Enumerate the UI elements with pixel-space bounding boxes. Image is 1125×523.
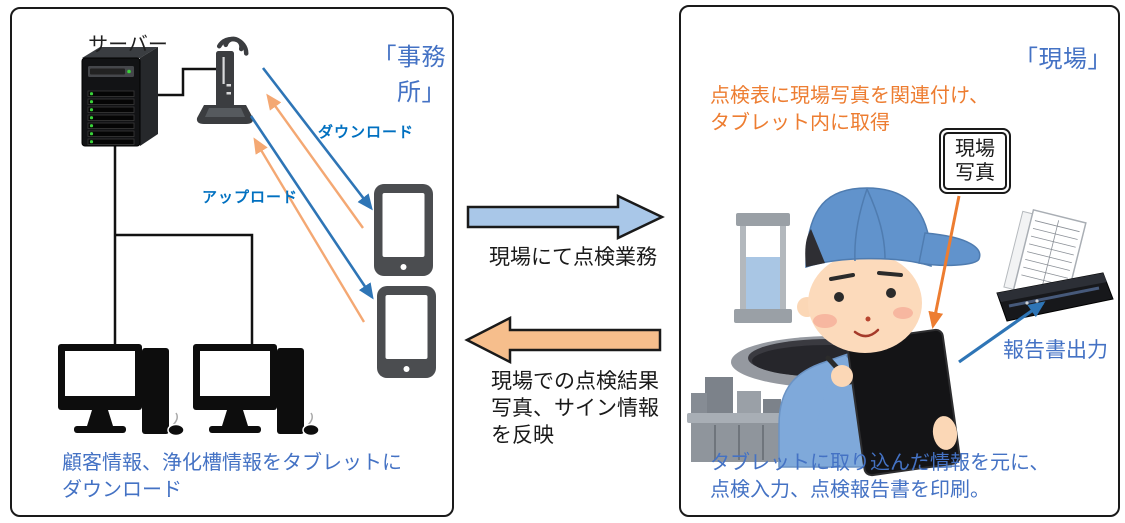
tablet-icon bbox=[377, 286, 436, 378]
flow-right-arrow-icon bbox=[466, 194, 665, 240]
site-photo-box: 現場 写真 bbox=[939, 128, 1011, 194]
upload-label: アップロード bbox=[202, 189, 299, 206]
printer-icon bbox=[996, 208, 1114, 322]
download-arrow-icon bbox=[249, 67, 374, 300]
server-icon bbox=[81, 47, 158, 147]
office-caption: 顧客情報、浄化槽情報をタブレットに ダウンロード bbox=[62, 452, 402, 501]
site-diagram-graphics bbox=[687, 187, 1114, 477]
report-output-arrow-icon bbox=[958, 301, 1046, 364]
server-label: サーバー bbox=[88, 34, 168, 56]
office-panel-title: 「事務所」 bbox=[372, 44, 446, 106]
measuring-cylinder-icon bbox=[734, 213, 792, 323]
desktop-computer-icon bbox=[193, 344, 320, 437]
flow-to-office-caption: 現場での点検結果 写真、サイン情報 を反映 bbox=[491, 370, 659, 447]
tablet-icon bbox=[374, 184, 433, 276]
flow-arrows-graphics bbox=[464, 194, 665, 365]
desktop-computer-icon bbox=[58, 344, 185, 437]
upload-arrow-icon bbox=[253, 93, 366, 323]
photo-to-tablet-arrow-icon bbox=[928, 195, 961, 329]
site-photo-box-label: 現場 写真 bbox=[943, 132, 1007, 190]
site-note: 点検表に現場写真を関連付け、 タブレット内に取得 bbox=[710, 85, 989, 134]
office-diagram-graphics bbox=[58, 36, 436, 437]
network-cable-lines bbox=[113, 67, 254, 345]
download-label: ダウンロード bbox=[318, 124, 415, 141]
flow-left-arrow-icon bbox=[464, 315, 662, 365]
worker-illustration bbox=[778, 187, 981, 477]
report-output-label: 報告書出力 bbox=[1003, 339, 1108, 362]
flow-to-site-caption: 現場にて点検業務 bbox=[489, 246, 657, 269]
concrete-blocks-icon bbox=[687, 377, 791, 462]
site-caption: タブレットに取り込んだ情報を元に、 点検入力、点検報告書を印刷。 bbox=[710, 452, 1050, 501]
wifi-router-icon bbox=[196, 36, 254, 124]
site-panel-title: 「現場」 bbox=[1014, 46, 1112, 73]
